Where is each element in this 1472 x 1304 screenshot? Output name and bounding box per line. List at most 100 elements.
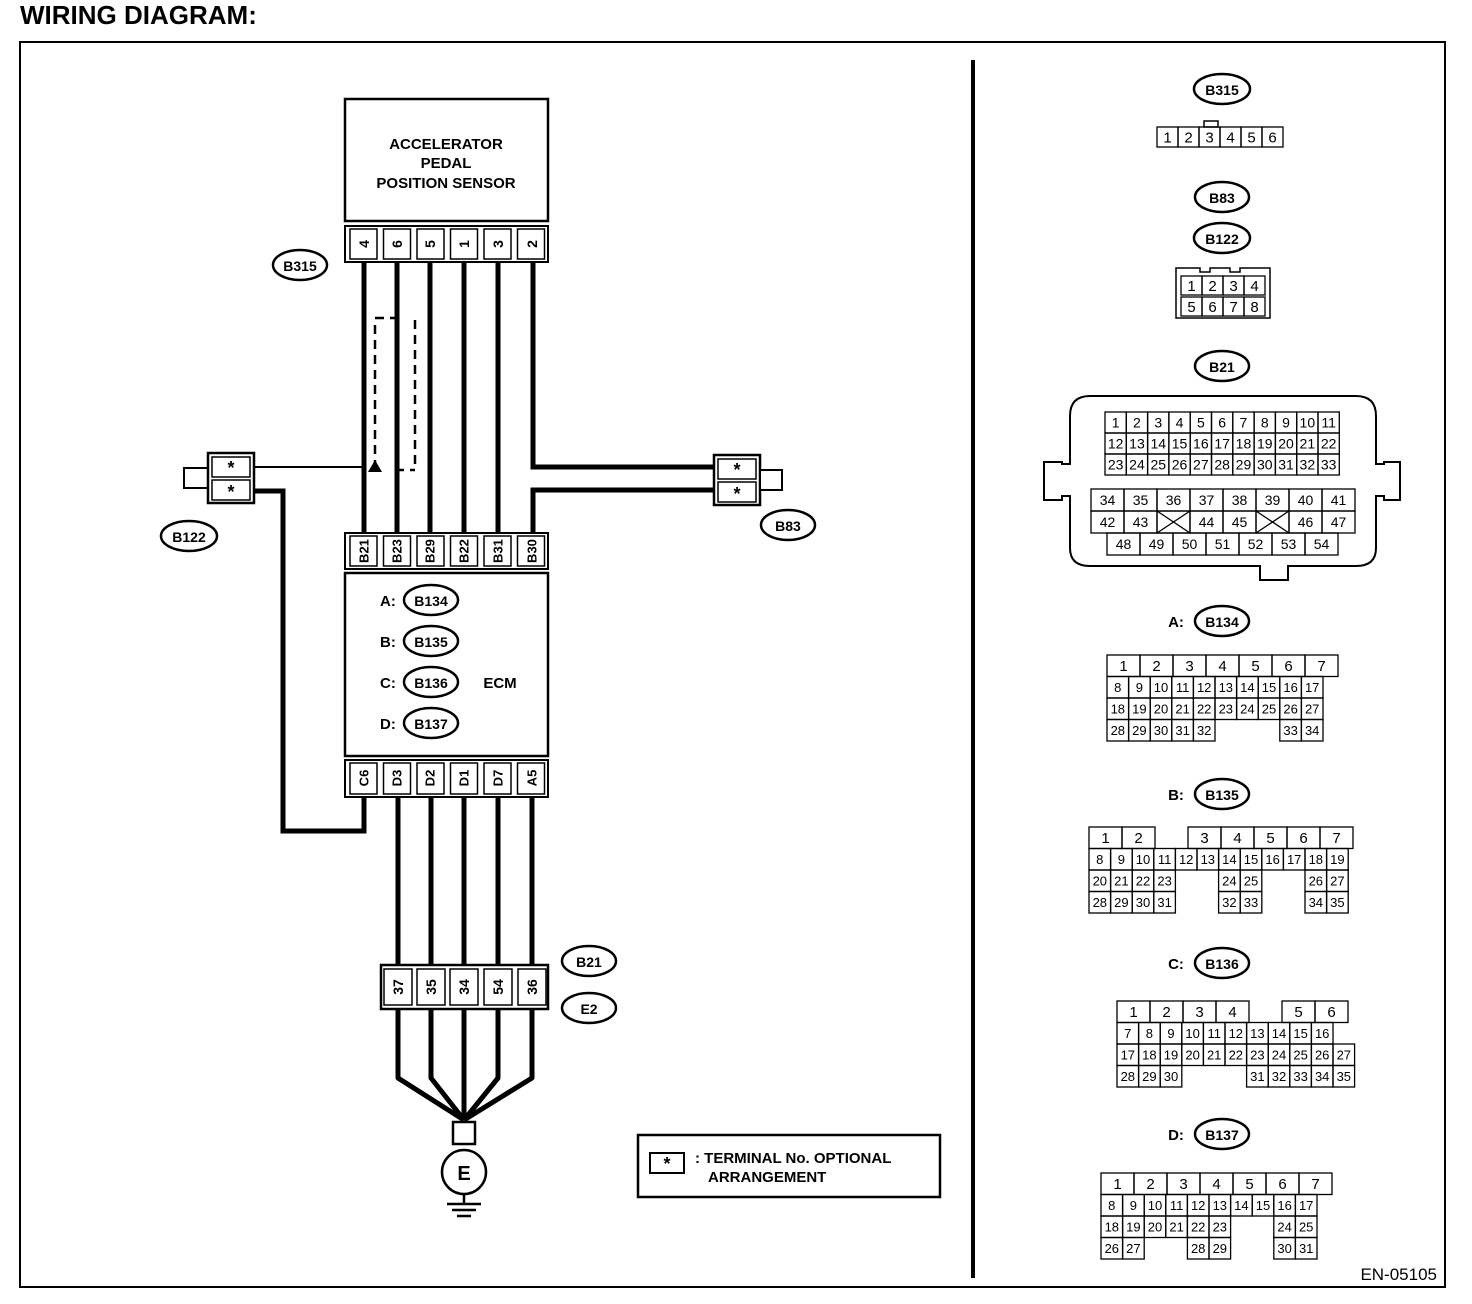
b21-pin-19: 19	[1257, 436, 1273, 452]
b137-pin-16: 16	[1277, 1198, 1291, 1213]
b135-pin-25: 25	[1244, 873, 1258, 888]
b122-label: B122	[159, 519, 219, 553]
ecm-connector-b136-text: B136	[414, 675, 448, 691]
legend-box: * : TERMINAL No. OPTIONAL ARRANGEMENT	[636, 1133, 942, 1199]
b83-terminal-star-1: *	[733, 460, 740, 480]
ecm-connector-b137-text: B137	[414, 716, 448, 732]
b137-face-label: B137	[1193, 1117, 1251, 1151]
b137-pin-8: 8	[1108, 1198, 1115, 1213]
b134-pin-4: 4	[1218, 658, 1226, 675]
b134-pin-2: 2	[1152, 658, 1160, 675]
b135-pin-9: 9	[1118, 852, 1125, 867]
b134-pin-15: 15	[1262, 680, 1276, 695]
b21-pin-14: 14	[1150, 436, 1166, 452]
b136-pin-13: 13	[1250, 1026, 1264, 1041]
b21-pin-12: 12	[1108, 436, 1124, 452]
b134-pin-19: 19	[1132, 701, 1146, 716]
b315-pin-5: 5	[1247, 129, 1255, 146]
b136-pin-8: 8	[1146, 1026, 1153, 1041]
b135-pin-24: 24	[1222, 873, 1236, 888]
b136-pin-3: 3	[1195, 1004, 1203, 1021]
b21-pin-43: 43	[1133, 514, 1149, 530]
b136-pin-33: 33	[1293, 1069, 1307, 1084]
b134-pin-22: 22	[1197, 701, 1211, 716]
b136-pin-35: 35	[1337, 1069, 1351, 1084]
b21-pin-39: 39	[1265, 492, 1281, 508]
b21-pin-45: 45	[1232, 514, 1248, 530]
legend-line-2: ARRANGEMENT	[708, 1169, 826, 1186]
b21-pin-27: 27	[1193, 457, 1209, 473]
b122-pin-5: 5	[1187, 299, 1195, 316]
b137-pin-19: 19	[1126, 1219, 1140, 1234]
b83-face-label: B83	[1193, 180, 1251, 214]
b21-pin-54: 54	[1314, 536, 1330, 552]
b135-pin-13: 13	[1201, 852, 1215, 867]
b134-pin-34: 34	[1305, 723, 1319, 738]
svg-text:B83: B83	[775, 518, 801, 534]
b136-pin-26: 26	[1315, 1047, 1329, 1062]
b21-pin-4: 4	[1176, 415, 1184, 431]
ecm-pin-C6: C6	[357, 770, 372, 787]
b135-pin-15: 15	[1244, 852, 1258, 867]
b134-pin-33: 33	[1283, 723, 1297, 738]
b137-pin-21: 21	[1169, 1219, 1183, 1234]
sensor-pin-5: 5	[422, 240, 438, 248]
b134-pin-10: 10	[1154, 680, 1168, 695]
b135-pin-33: 33	[1244, 895, 1258, 910]
b21-pin-37: 37	[390, 979, 406, 995]
e2-label: E2	[560, 991, 618, 1025]
b122-pin-7: 7	[1229, 299, 1237, 316]
ecm-letter-1: B:	[380, 634, 396, 651]
b134-pin-1: 1	[1119, 658, 1127, 675]
b21-pin-30: 30	[1257, 457, 1273, 473]
b122-pin-6: 6	[1208, 299, 1216, 316]
b136-pin-16: 16	[1315, 1026, 1329, 1041]
ground-label: E	[457, 1163, 470, 1185]
b136-pin-2: 2	[1162, 1004, 1170, 1021]
b134-pin-12: 12	[1197, 680, 1211, 695]
b135-face-label: B135	[1193, 777, 1251, 811]
b135-pin-30: 30	[1136, 895, 1150, 910]
b134-pin-8: 8	[1114, 680, 1121, 695]
b135-pin-16: 16	[1265, 852, 1279, 867]
b137-pin-15: 15	[1256, 1198, 1270, 1213]
b134-pin-29: 29	[1132, 723, 1146, 738]
b135-pin-35: 35	[1330, 895, 1344, 910]
b134-pin-28: 28	[1111, 723, 1125, 738]
sensor-label-line-1: ACCELERATOR	[389, 136, 503, 153]
b122-side-connector: * *	[183, 451, 256, 505]
legend-line-1: : TERMINAL No. OPTIONAL	[695, 1150, 891, 1167]
b83-label: B83	[759, 508, 817, 542]
b21-pin-49: 49	[1149, 536, 1165, 552]
b21-pin-36: 36	[1166, 492, 1182, 508]
b135-pin-11: 11	[1158, 852, 1172, 867]
b122-pin-2: 2	[1208, 278, 1216, 295]
b136-pin-30: 30	[1164, 1069, 1178, 1084]
b122-pin-8: 8	[1250, 299, 1258, 316]
b135-pin-14: 14	[1222, 852, 1236, 867]
b136-pin-12: 12	[1229, 1026, 1243, 1041]
svg-text:B21: B21	[576, 954, 602, 970]
b136-pin-4: 4	[1228, 1004, 1236, 1021]
b134-pin-14: 14	[1240, 680, 1254, 695]
b136-pin-34: 34	[1315, 1069, 1329, 1084]
b134-pin-30: 30	[1154, 723, 1168, 738]
b134-pin-17: 17	[1305, 680, 1319, 695]
b315-face-label: B315	[1192, 72, 1252, 106]
b135-pin-2: 2	[1134, 830, 1142, 847]
b135-pin-5: 5	[1266, 830, 1274, 847]
b135-pin-10: 10	[1136, 852, 1150, 867]
b135-pin-1: 1	[1101, 830, 1109, 847]
sensor-ecm-wires	[361, 262, 501, 533]
ecm-pin-D7: D7	[491, 770, 506, 787]
b83-terminal-star-2: *	[733, 484, 740, 504]
b136-pin-9: 9	[1167, 1026, 1174, 1041]
b21-pin-16: 16	[1193, 436, 1209, 452]
b137-pin-25: 25	[1299, 1219, 1313, 1234]
b21-pin-1: 1	[1112, 415, 1120, 431]
b122-pin-3: 3	[1229, 278, 1237, 295]
b122-face-label: B122	[1192, 221, 1252, 255]
